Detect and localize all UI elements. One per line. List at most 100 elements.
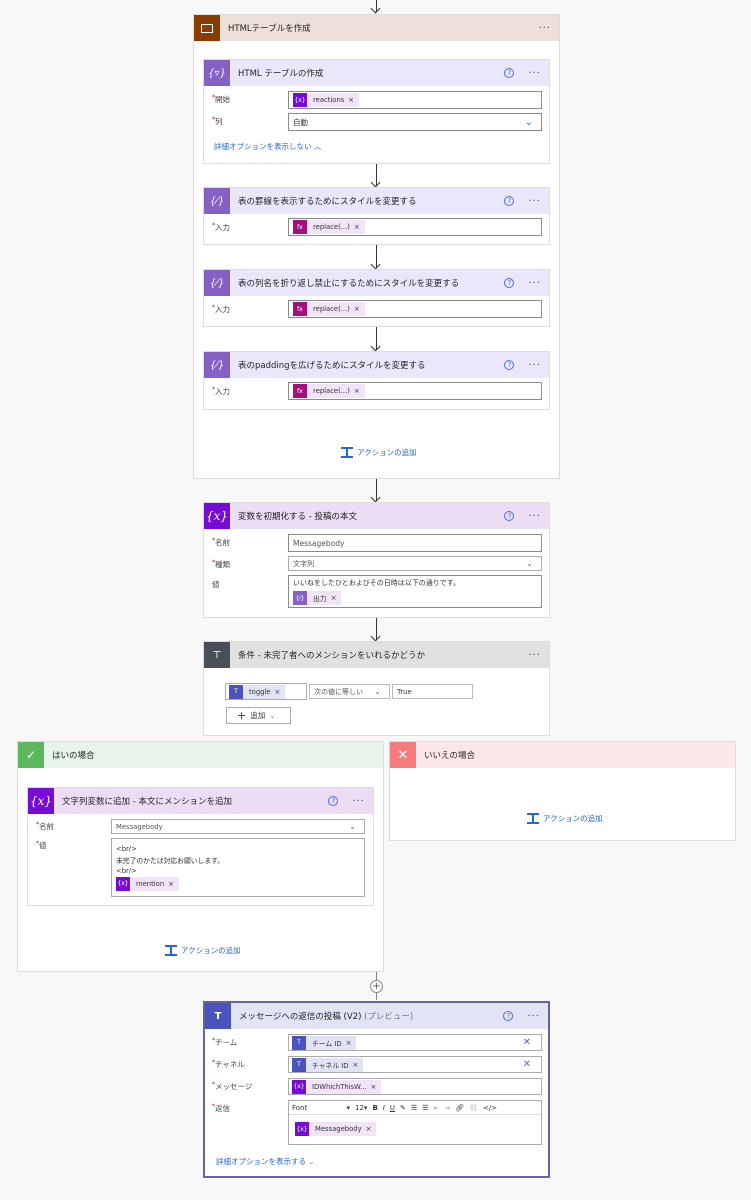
remove-token-icon[interactable]: × (345, 1038, 352, 1047)
action-title: 表の罫線を表示するためにスタイルを変更する (238, 197, 417, 207)
branch-title: はいの場合 (52, 751, 95, 761)
type-select[interactable]: 文字列⌄ (288, 556, 542, 571)
token[interactable]: {⁄}出力× (293, 591, 342, 605)
chevron-down-icon: ⌄ (526, 559, 533, 568)
help-icon[interactable]: ? (504, 196, 515, 206)
italic-button[interactable]: I (382, 1103, 385, 1112)
font-select[interactable]: Font▾ (292, 1103, 350, 1112)
font-size-select[interactable]: 12▾ (355, 1103, 368, 1112)
insert-step-button[interactable]: + (370, 980, 383, 993)
help-icon[interactable]: ? (504, 278, 515, 288)
remove-token-icon[interactable]: × (348, 96, 355, 104)
code-view-icon[interactable]: </> (482, 1103, 498, 1112)
action-title: 表の列名を折り返し禁止にするためにスタイルを変更する (238, 279, 460, 289)
more-options-button[interactable]: ··· (528, 195, 541, 207)
clear-icon[interactable]: ✕ (522, 1059, 531, 1070)
remove-token-icon[interactable]: × (370, 1082, 377, 1091)
remove-token-icon[interactable]: × (274, 687, 281, 696)
bold-button[interactable]: B (372, 1103, 378, 1112)
condition-right-operand[interactable]: True (392, 684, 473, 699)
help-icon[interactable]: ? (504, 511, 515, 521)
decrease-indent-icon[interactable]: ⇤ (433, 1103, 440, 1112)
chevron-down-icon: ⌄ (524, 116, 533, 128)
more-options-button[interactable]: ··· (538, 22, 551, 34)
action-header[interactable]: {⁄} 表の罫線を表示するためにスタイルを変更する ?··· (204, 188, 549, 214)
underline-button[interactable]: U (389, 1103, 395, 1112)
token[interactable]: {x}Messagebody× (295, 1122, 377, 1136)
remove-token-icon[interactable]: × (353, 223, 360, 231)
columns-select[interactable]: 自動⌄ (288, 113, 542, 131)
add-action-button[interactable]: アクションの追加 (527, 813, 603, 824)
action-header[interactable]: {x} 変数を初期化する - 投稿の本文 ?··· (204, 503, 549, 529)
more-options-button[interactable]: ··· (528, 510, 541, 522)
name-select[interactable]: Messagebody⌄ (111, 819, 365, 834)
action-header[interactable]: {▿} HTML テーブルの作成 ?··· (204, 60, 549, 86)
highlight-icon[interactable]: ✎ (399, 1103, 406, 1112)
remove-token-icon[interactable]: × (168, 879, 175, 888)
plus-icon: + (237, 709, 247, 722)
bullet-list-icon[interactable]: ☰ (410, 1103, 418, 1112)
action-header[interactable]: {x} 文字列変数に追加 - 本文にメンションを追加 ?··· (28, 788, 373, 814)
action-title: HTML テーブルの作成 (238, 69, 324, 79)
link-icon[interactable]: 🔗︎ (455, 1103, 465, 1112)
add-action-button[interactable]: アクションの追加 (165, 945, 241, 956)
action-header[interactable]: {⁄} 表の列名を折り返し禁止にするためにスタイルを変更する ?··· (204, 270, 549, 296)
help-icon[interactable]: ? (504, 68, 515, 78)
remove-token-icon[interactable]: × (352, 1060, 359, 1069)
operator-select[interactable]: 次の値に等しい⌄ (309, 684, 390, 699)
show-advanced-options-link[interactable]: 詳細オプションを表示する ⌄ (216, 1157, 315, 1166)
hide-advanced-options-link[interactable]: 詳細オプションを表示しない ︿ (214, 142, 322, 151)
remove-token-icon[interactable]: × (353, 387, 360, 395)
action-card-compose-3: {⁄} 表のpaddingを広げるためにスタイルを変更する ?··· *入力 f… (203, 351, 550, 410)
message-input[interactable]: {x}IDWhichThisW...× (288, 1078, 542, 1095)
increase-indent-icon[interactable]: ⇥ (444, 1103, 451, 1112)
token[interactable]: {x}reactions× (293, 93, 360, 107)
help-icon[interactable]: ? (504, 360, 515, 370)
condition-header[interactable]: ⊤ 条件 - 未完了者へのメンションをいれるかどうか ··· (204, 642, 549, 668)
token[interactable]: {x}mention× (116, 876, 180, 891)
remove-token-icon[interactable]: × (330, 594, 337, 602)
remove-token-icon[interactable]: × (353, 305, 360, 313)
unlink-icon[interactable]: ⛓︎ (469, 1103, 478, 1112)
numbered-list-icon[interactable]: ☰ (422, 1103, 429, 1112)
scope-header[interactable]: HTMLテーブルを作成 ··· (194, 15, 559, 41)
clear-icon[interactable]: ✕ (522, 1037, 531, 1048)
more-options-button[interactable]: ··· (528, 359, 541, 371)
connector-arrow (376, 0, 377, 12)
variable-icon: {x} (295, 1122, 309, 1136)
add-condition-button[interactable]: +追加⌄ (226, 707, 291, 724)
from-input[interactable]: {x}reactions× (288, 91, 542, 109)
more-options-button[interactable]: ··· (528, 67, 541, 79)
more-options-button[interactable]: ··· (528, 277, 541, 289)
remove-token-icon[interactable]: × (365, 1125, 372, 1133)
more-options-button[interactable]: ··· (527, 1010, 540, 1022)
action-title: 変数を初期化する - 投稿の本文 (238, 512, 357, 522)
name-input[interactable]: Messagebody (288, 534, 542, 552)
help-icon[interactable]: ? (503, 1011, 514, 1021)
action-header[interactable]: T メッセージへの返信の投稿 (V2) (プレビュー) ?··· (205, 1003, 548, 1029)
connector-arrow (376, 479, 377, 501)
more-options-button[interactable]: ··· (528, 649, 541, 661)
add-action-button[interactable]: アクションの追加 (341, 447, 417, 458)
no-branch-header: ✕ いいえの場合 (390, 742, 735, 768)
more-options-button[interactable]: ··· (352, 795, 365, 807)
action-header[interactable]: {⁄} 表のpaddingを広げるためにスタイルを変更する ?··· (204, 352, 549, 378)
help-icon[interactable]: ? (328, 796, 339, 806)
token[interactable]: {x}IDWhichThisW...× (292, 1079, 382, 1094)
value-input[interactable]: いいねをしたひとおよびその日時は以下の通りです。 {⁄}出力× (288, 575, 542, 608)
value-input[interactable]: <br/> 未完了のかたは対応お願いします。 <br/> {x}mention× (111, 838, 365, 897)
